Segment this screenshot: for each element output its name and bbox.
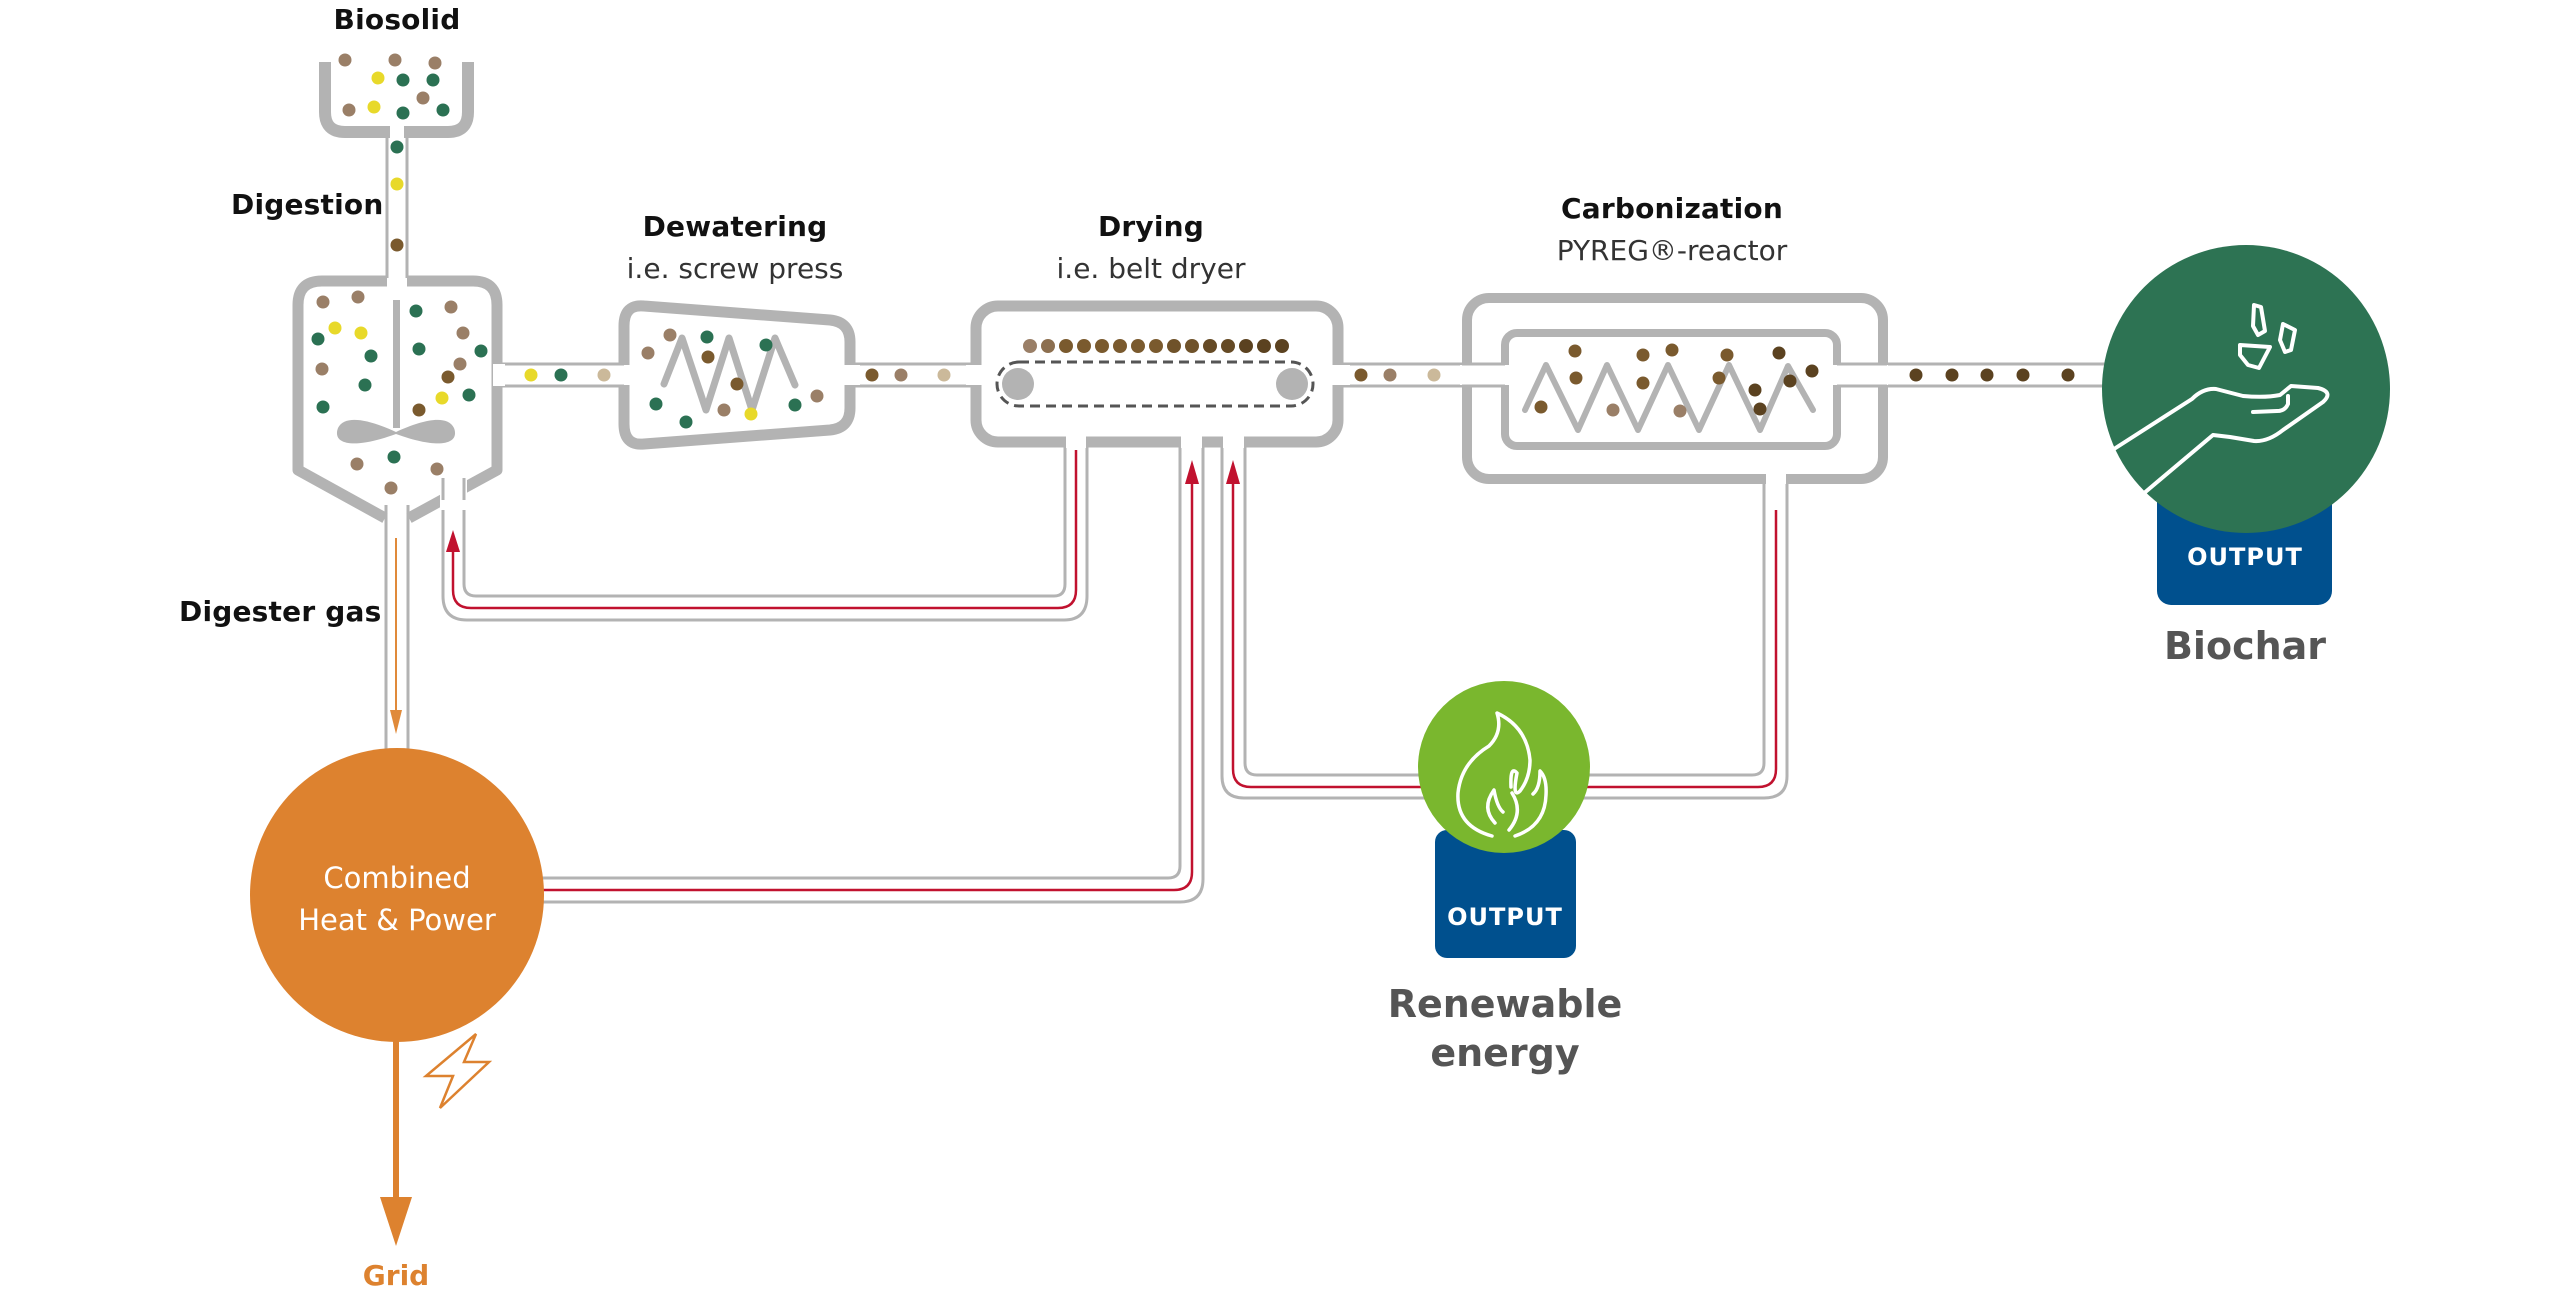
digestion-label: Digestion	[231, 188, 384, 221]
dewatering-subtitle: i.e. screw press	[626, 252, 844, 285]
digester-tank	[292, 275, 505, 523]
drying-subtitle: i.e. belt dryer	[1056, 252, 1246, 285]
biochar-output[interactable]	[2102, 245, 2390, 605]
heat-pipe-chp-to-dryer	[540, 440, 1205, 904]
arrow-up-icon	[1185, 460, 1199, 484]
renewable-output-badge	[1435, 830, 1576, 958]
dewatering-screw-press	[600, 300, 860, 450]
biochar-output-badge-label: OUTPUT	[2187, 543, 2303, 571]
biochar-label: Biochar	[2163, 624, 2327, 668]
lightning-bolt-icon	[422, 1033, 493, 1109]
dryer-particle	[1041, 339, 1055, 353]
renewable-energy-output[interactable]	[1418, 681, 1590, 958]
dryer-particle	[1203, 339, 1217, 353]
biosolid-hopper	[319, 53, 474, 278]
dryer-particle	[1059, 339, 1073, 353]
dryer-particle	[1131, 339, 1145, 353]
dryer-particles	[1023, 339, 1289, 353]
dryer-particle	[1149, 339, 1163, 353]
renewable-label-line1: Renewable	[1387, 982, 1623, 1026]
dryer-particle	[1257, 339, 1271, 353]
digester-gas-label: Digester gas	[179, 595, 382, 628]
renewable-output-badge-label: OUTPUT	[1447, 903, 1563, 931]
drying-title: Drying	[1097, 210, 1205, 243]
renewable-label-line2: energy	[1430, 1031, 1580, 1076]
dryer-particle	[1221, 339, 1235, 353]
biosolid-label: Biosolid	[333, 3, 461, 36]
grid-label: Grid	[362, 1259, 430, 1292]
dryer-particle	[1023, 339, 1037, 353]
flame-icon	[1456, 711, 1548, 838]
power-to-grid-arrow	[380, 1040, 412, 1246]
heat-return-pipe-dryer-to-digester	[441, 440, 1089, 622]
chp-label: Combined Heat & Power	[298, 857, 496, 941]
chp-label-line1: Combined	[323, 861, 471, 895]
arrow-up-icon	[446, 530, 460, 552]
dewatering-title: Dewatering	[642, 210, 828, 243]
carbonization-title: Carbonization	[1560, 192, 1784, 225]
arrow-down-icon	[390, 710, 402, 734]
hand-with-biochar-icon	[2112, 303, 2330, 496]
chp-label-line2: Heat & Power	[298, 903, 496, 938]
dryer-particle	[1239, 339, 1253, 353]
dryer-particle	[1113, 339, 1127, 353]
dryer-particle	[1077, 339, 1091, 353]
combined-heat-power-unit[interactable]	[250, 748, 544, 1042]
renewable-energy-label: Renewable energy	[1388, 980, 1623, 1079]
carbonization-reactor	[1460, 293, 1888, 484]
dryer-particle	[1185, 339, 1199, 353]
digester-particles	[311, 290, 488, 495]
screw-icon	[1522, 362, 1816, 433]
carbonization-subtitle: PYREG®-reactor	[1556, 234, 1788, 267]
drying-belt-dryer	[966, 300, 1350, 448]
dryer-particle	[1275, 339, 1289, 353]
conveyor-belt-icon	[995, 360, 1315, 408]
dryer-particle	[1167, 339, 1181, 353]
arrow-up-icon	[1226, 460, 1240, 484]
carbonization-particles	[1534, 343, 1819, 418]
agitator-icon	[336, 300, 456, 444]
dewatering-particles	[641, 328, 824, 429]
hopper-particles	[338, 53, 450, 252]
digester-gas-pipe	[384, 505, 410, 752]
dryer-particle	[1095, 339, 1109, 353]
screw-icon	[660, 334, 799, 414]
